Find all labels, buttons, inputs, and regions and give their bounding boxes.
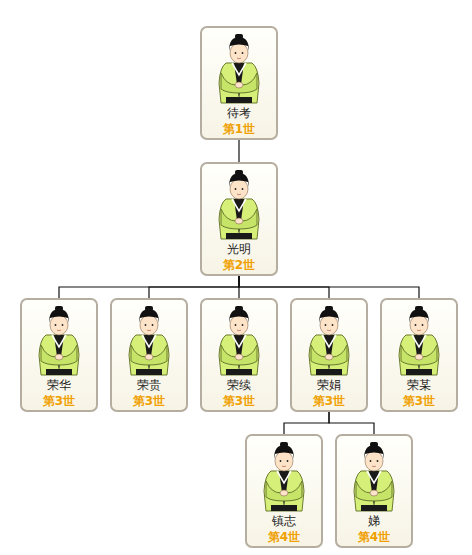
person-name: 待考 <box>227 106 251 120</box>
person-name: 荣续 <box>227 378 251 392</box>
person-box: 镇志第4世 <box>245 434 323 548</box>
person-figure <box>32 305 86 377</box>
person-name: 荣贵 <box>137 378 161 392</box>
person-box: 待考第1世 <box>200 26 278 140</box>
generation-label: 第4世 <box>268 530 300 544</box>
person-box: 荣贵第3世 <box>110 298 188 412</box>
person-figure <box>212 305 266 377</box>
person-box: 荣某第3世 <box>380 298 458 412</box>
person-figure <box>347 441 401 513</box>
person-figure <box>392 305 446 377</box>
person-box: 荣娟第3世 <box>290 298 368 412</box>
person-name: 镇志 <box>272 514 296 528</box>
generation-label: 第3世 <box>133 394 165 408</box>
generation-label: 第3世 <box>313 394 345 408</box>
generation-label: 第2世 <box>223 258 255 272</box>
lineage-line <box>238 140 239 162</box>
person-box: 荣续第3世 <box>200 298 278 412</box>
person-box: 荣华第3世 <box>20 298 98 412</box>
person-name: 娣 <box>368 514 380 528</box>
person-box: 光明第2世 <box>200 162 278 276</box>
lineage-line <box>59 276 239 298</box>
generation-label: 第1世 <box>223 122 255 136</box>
lineage-line <box>284 412 329 434</box>
person-name: 荣娟 <box>317 378 341 392</box>
person-figure <box>302 305 356 377</box>
generation-label: 第4世 <box>358 530 390 544</box>
person-figure <box>122 305 176 377</box>
lineage-line <box>149 276 239 298</box>
generation-label: 第3世 <box>43 394 75 408</box>
lineage-line <box>329 412 374 434</box>
person-name: 荣某 <box>407 378 431 392</box>
person-name: 光明 <box>227 242 251 256</box>
generation-label: 第3世 <box>403 394 435 408</box>
lineage-line <box>239 276 419 298</box>
generation-label: 第3世 <box>223 394 255 408</box>
person-name: 荣华 <box>47 378 71 392</box>
person-figure <box>212 169 266 241</box>
person-figure <box>212 33 266 105</box>
person-figure <box>257 441 311 513</box>
person-box: 娣第4世 <box>335 434 413 548</box>
